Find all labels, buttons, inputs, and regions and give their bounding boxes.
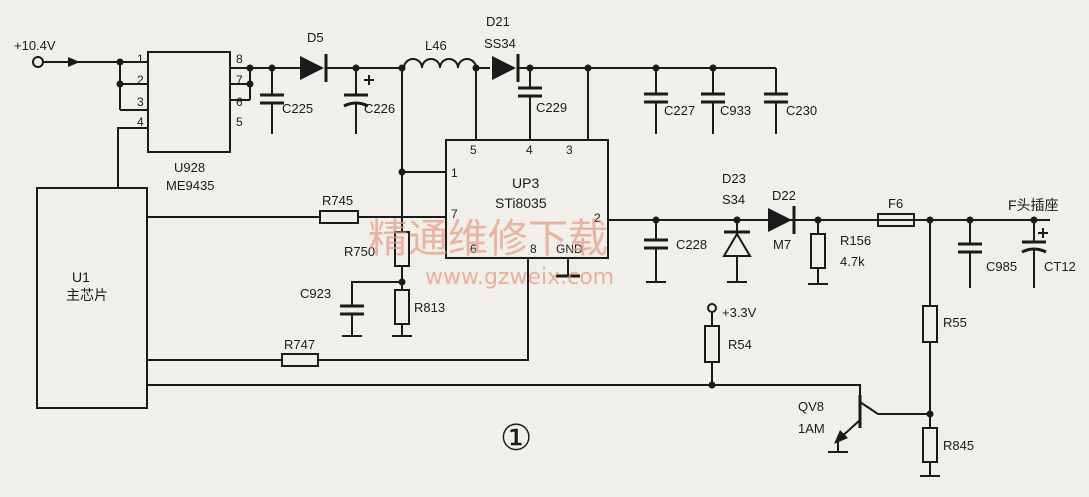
u928-pin2: 2 bbox=[137, 73, 144, 87]
c225-label: C225 bbox=[282, 101, 313, 116]
u928-left-wiring bbox=[116, 58, 148, 188]
c985-capacitor bbox=[958, 216, 982, 288]
up3-pin3: 3 bbox=[566, 143, 573, 157]
up3-pin5: 5 bbox=[470, 143, 477, 157]
up3-pin1: 1 bbox=[451, 166, 458, 180]
watermark-url: www.gzweix.com bbox=[425, 265, 614, 290]
u928-part: ME9435 bbox=[166, 178, 214, 193]
qv8-transistor bbox=[828, 395, 930, 453]
d23-ref: D23 bbox=[722, 171, 746, 186]
r747-resistor bbox=[147, 258, 529, 367]
r845-label: R845 bbox=[943, 438, 974, 453]
u928-pin3: 3 bbox=[137, 95, 144, 109]
r745-label: R745 bbox=[322, 193, 353, 208]
v33-label: +3.3V bbox=[722, 305, 757, 320]
u1-ref: U1 bbox=[72, 269, 90, 285]
connector-label: F头插座 bbox=[1008, 197, 1059, 213]
up3-pin8: 8 bbox=[530, 242, 537, 256]
u928-ref: U928 bbox=[174, 160, 205, 175]
up3-ref: UP3 bbox=[512, 175, 539, 191]
u928-pin8: 8 bbox=[236, 52, 243, 66]
u928-pin6: 6 bbox=[236, 95, 243, 109]
c985-label: C985 bbox=[986, 259, 1017, 274]
c227-label: C227 bbox=[664, 103, 695, 118]
u928-pin5: 5 bbox=[236, 115, 243, 129]
c933-capacitor bbox=[701, 64, 725, 134]
c923-label: C923 bbox=[300, 286, 331, 301]
wire-u1-qv8-base bbox=[147, 384, 861, 395]
d21-ref: D21 bbox=[486, 14, 510, 29]
figure-number: ① bbox=[500, 417, 532, 458]
c226-capacitor bbox=[343, 64, 374, 134]
c923-capacitor bbox=[340, 278, 406, 337]
r156-resistor bbox=[808, 216, 828, 285]
u1-main-chip bbox=[36, 187, 148, 409]
d5-label: D5 bbox=[307, 30, 324, 45]
d22-diode bbox=[768, 206, 796, 234]
r54-label: R54 bbox=[728, 337, 752, 352]
input-voltage-label: +10.4V bbox=[14, 38, 56, 53]
r156-value: 4.7k bbox=[840, 254, 865, 269]
d21-part: SS34 bbox=[484, 36, 516, 51]
c228-label: C228 bbox=[676, 237, 707, 252]
r55-resistor bbox=[922, 216, 938, 428]
f6-fuse bbox=[877, 213, 915, 227]
d23-part: S34 bbox=[722, 192, 745, 207]
c226-label: C226 bbox=[364, 101, 395, 116]
r747-label: R747 bbox=[284, 337, 315, 352]
r54-resistor bbox=[704, 303, 720, 389]
up3-pin4: 4 bbox=[526, 143, 533, 157]
u1-name: 主芯片 bbox=[66, 287, 108, 303]
watermark-cn: 精通维修下载 bbox=[368, 216, 608, 262]
ct12-label: CT12 bbox=[1044, 259, 1076, 274]
c229-capacitor bbox=[518, 64, 542, 140]
d5-diode bbox=[300, 54, 402, 82]
l46-label: L46 bbox=[425, 38, 447, 53]
r813-label: R813 bbox=[414, 300, 445, 315]
c228-capacitor bbox=[644, 216, 668, 283]
r750-resistor bbox=[394, 231, 410, 290]
c227-capacitor bbox=[644, 64, 668, 134]
qv8-ref: QV8 bbox=[798, 399, 824, 414]
u928-pin7: 7 bbox=[236, 73, 243, 87]
r55-label: R55 bbox=[943, 315, 967, 330]
d22-part: M7 bbox=[773, 237, 791, 252]
r745-resistor bbox=[147, 210, 446, 224]
u928-pin4: 4 bbox=[137, 115, 144, 129]
up3-pin7: 7 bbox=[451, 207, 458, 221]
input-terminal bbox=[32, 56, 120, 68]
junction bbox=[584, 64, 592, 72]
up3-gnd: GND bbox=[556, 242, 583, 256]
r156-ref: R156 bbox=[840, 233, 871, 248]
d23-diode bbox=[722, 216, 752, 283]
up3-pin2: 2 bbox=[594, 211, 601, 225]
u928-chip bbox=[147, 51, 231, 153]
c230-label: C230 bbox=[786, 103, 817, 118]
up3-part: STi8035 bbox=[495, 195, 547, 211]
d22-ref: D22 bbox=[772, 188, 796, 203]
c229-label: C229 bbox=[536, 100, 567, 115]
c230-capacitor bbox=[764, 68, 788, 134]
qv8-part: 1AM bbox=[798, 421, 825, 436]
u928-pin1: 1 bbox=[137, 52, 144, 66]
c933-label: C933 bbox=[720, 103, 751, 118]
d21-diode bbox=[472, 54, 776, 82]
r813-resistor bbox=[392, 289, 412, 337]
f6-label: F6 bbox=[888, 196, 903, 211]
up3-pin6: 6 bbox=[470, 242, 477, 256]
r845-resistor bbox=[920, 427, 940, 477]
c225-capacitor bbox=[260, 64, 284, 134]
r750-label: R750 bbox=[344, 244, 375, 259]
ct12-capacitor bbox=[1021, 216, 1048, 288]
